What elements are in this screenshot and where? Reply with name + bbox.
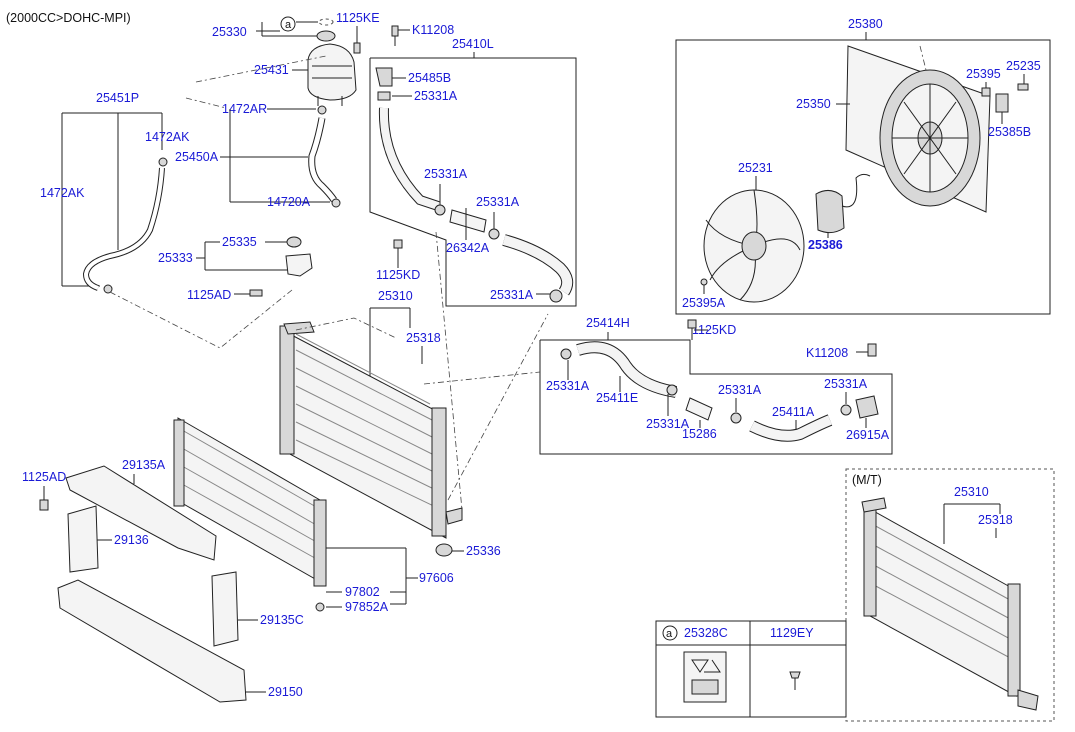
engine-note: (2000CC>DOHC-MPI) [6, 11, 131, 25]
callout-25231[interactable]: 25231 [738, 161, 773, 175]
callout-29136[interactable]: 29136 [114, 533, 149, 547]
radiator-25310: 25310 25318 25336 [279, 289, 501, 558]
callout-97852A[interactable]: 97852A [345, 600, 389, 614]
callout-25410L[interactable]: 25410L [452, 37, 494, 51]
bracket-25333 [285, 253, 313, 277]
callout-25331A-3[interactable]: 25331A [476, 195, 520, 209]
callout-25395A[interactable]: 25395A [682, 296, 726, 310]
callout-25331A-1[interactable]: 25331A [414, 89, 458, 103]
callout-25318-2[interactable]: 25318 [978, 513, 1013, 527]
marker-a: a [285, 19, 292, 31]
callout-25450A[interactable]: 25450A [175, 150, 219, 164]
callout-25333[interactable]: 25333 [158, 251, 193, 265]
legend-marker-a: a [666, 628, 673, 640]
callout-25451P[interactable]: 25451P [96, 91, 139, 105]
callout-1472AK-2[interactable]: 1472AK [40, 186, 85, 200]
callout-25310-2[interactable]: 25310 [954, 485, 989, 499]
callout-K11208-top[interactable]: K11208 [412, 23, 454, 37]
callout-25395[interactable]: 25395 [966, 67, 1001, 81]
callout-1125KD-2[interactable]: 1125KD [692, 323, 736, 337]
callout-1125AD-2[interactable]: 1125AD [22, 470, 66, 484]
callout-1472AK-1[interactable]: 1472AK [145, 130, 190, 144]
carrier-group: 1125AD 29135A 29136 29135C 29150 [22, 458, 304, 703]
callout-29135C[interactable]: 29135C [260, 613, 304, 627]
callout-97802[interactable]: 97802 [345, 585, 380, 599]
callout-25331A-6[interactable]: 25331A [646, 417, 690, 431]
callout-25331A-2[interactable]: 25331A [424, 167, 468, 181]
callout-29150[interactable]: 29150 [268, 685, 303, 699]
reservoir-tank [307, 43, 357, 101]
callout-25411A[interactable]: 25411A [772, 405, 815, 419]
legend-col2-part[interactable]: 1129EY [770, 626, 814, 640]
callout-15286[interactable]: 15286 [682, 427, 717, 441]
callout-25414H[interactable]: 25414H [586, 316, 630, 330]
callout-25485B[interactable]: 25485B [408, 71, 451, 85]
callout-25330[interactable]: 25330 [212, 25, 247, 39]
callout-25386[interactable]: 25386 [808, 238, 843, 252]
reservoir-group: 25330 a 1125KE K11208 25431 [212, 11, 454, 106]
guard-29135C [211, 571, 239, 647]
callout-26342A[interactable]: 26342A [446, 241, 490, 255]
callout-25380[interactable]: 25380 [848, 17, 883, 31]
callout-25411E[interactable]: 25411E [596, 391, 638, 405]
callout-25235[interactable]: 25235 [1006, 59, 1041, 73]
fan-box-25380: 25380 25350 25395 25235 25385B 25231 253… [675, 17, 1051, 315]
callout-14720A[interactable]: 14720A [267, 195, 311, 209]
condenser-97606: 97606 97802 97852A [173, 417, 454, 614]
legend-table: a 25328C 1129EY [655, 620, 847, 718]
callout-1472AR[interactable]: 1472AR [222, 102, 267, 116]
callout-25385B[interactable]: 25385B [988, 125, 1031, 139]
callout-26915A[interactable]: 26915A [846, 428, 890, 442]
callout-25331A-7[interactable]: 25331A [718, 383, 762, 397]
callout-25431[interactable]: 25431 [254, 63, 289, 77]
pipe-15286 [685, 397, 713, 421]
mt-label: (M/T) [852, 473, 882, 487]
motor-25386 [815, 190, 845, 234]
bracket-25333-group: 25335 25333 1125AD [158, 235, 313, 302]
mt-box: (M/T) 25310 25318 [845, 468, 1055, 722]
hose-25450A-group: 1472AR 25450A 14720A [175, 102, 341, 209]
callout-25331A-5[interactable]: 25331A [546, 379, 590, 393]
callout-1125AD-1[interactable]: 1125AD [187, 288, 231, 302]
bolt-1125KE [353, 42, 361, 54]
callout-25350[interactable]: 25350 [796, 97, 831, 111]
callout-1125KD-1[interactable]: 1125KD [376, 268, 420, 282]
hose-box-25410L: 25410L 25485B 25331A 25331A 25331A 26342… [369, 37, 577, 307]
legend-col1-part[interactable]: 25328C [684, 626, 728, 640]
callout-97606[interactable]: 97606 [419, 571, 454, 585]
screw-icon [789, 671, 801, 679]
marker-a-circle [280, 16, 296, 32]
callout-25318-1[interactable]: 25318 [406, 331, 441, 345]
pipe-26342A [449, 209, 487, 233]
callout-25336[interactable]: 25336 [466, 544, 501, 558]
dashed-leaders [109, 45, 927, 511]
callout-25335[interactable]: 25335 [222, 235, 257, 249]
callout-25331A-4[interactable]: 25331A [490, 288, 534, 302]
callout-29135A[interactable]: 29135A [122, 458, 166, 472]
callout-1125KE[interactable]: 1125KE [336, 11, 380, 25]
callout-K11208-2[interactable]: K11208 [806, 346, 848, 360]
callout-25331A-8[interactable]: 25331A [824, 377, 868, 391]
callout-25310-1[interactable]: 25310 [378, 289, 413, 303]
hose-25451P-group: 25451P 1472AK 1472AK [40, 91, 190, 294]
guard-29135A [65, 465, 217, 561]
carrier-29150 [57, 579, 247, 703]
fitting-26915A [855, 395, 879, 419]
guard-29136 [67, 505, 99, 573]
hose-box-25414H: 25414H 1125KD K11208 25331A 25411E 25331… [539, 316, 893, 455]
